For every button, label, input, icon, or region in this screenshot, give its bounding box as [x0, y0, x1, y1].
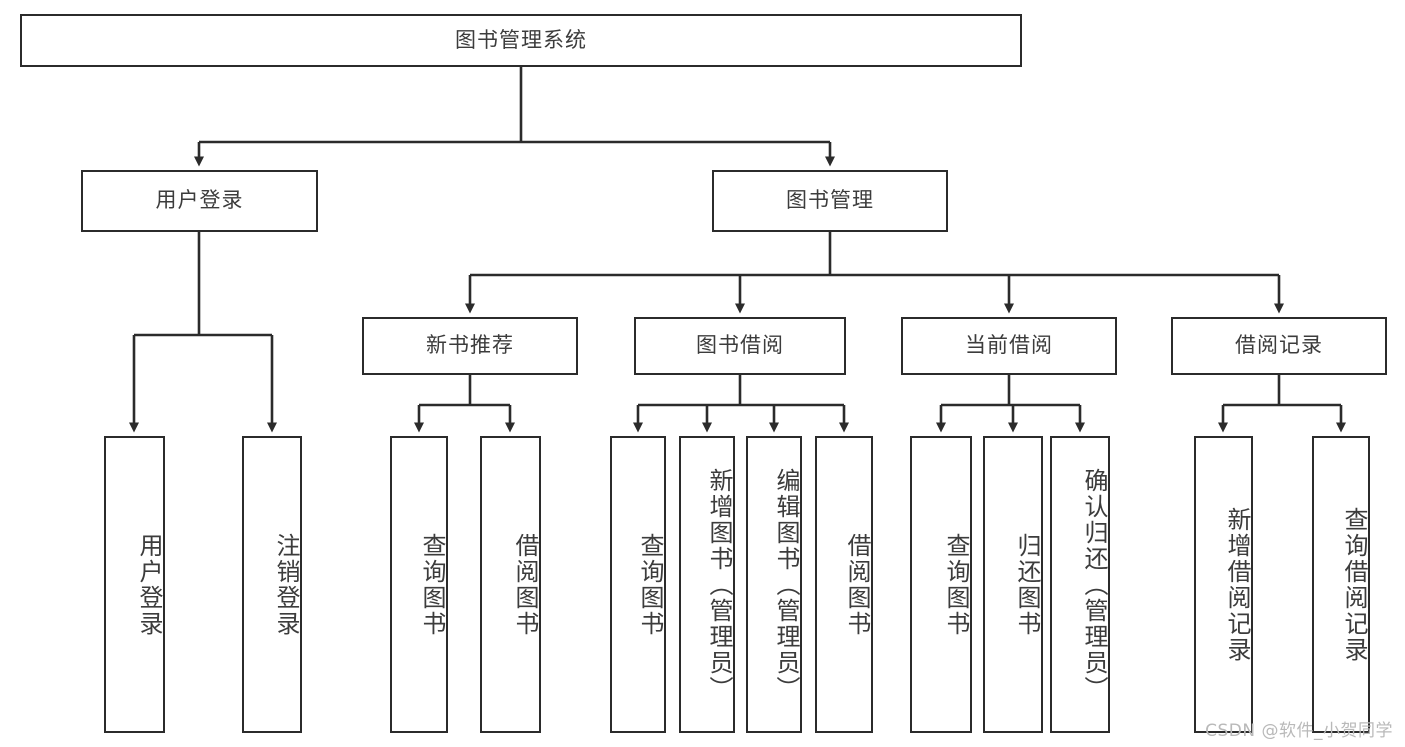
node-leaf-user-login[interactable]: 用户登录	[104, 436, 165, 733]
node-leaf-add-borrow-record-label: 新增借阅记录	[1223, 506, 1251, 663]
node-leaf-add-book-admin[interactable]: 新增图书（管理员）	[679, 436, 735, 733]
node-leaf-logout-login-label: 注销登录	[272, 532, 300, 637]
node-leaf-confirm-return-admin[interactable]: 确认归还（管理员）	[1050, 436, 1110, 733]
node-root-label: 图书管理系统	[455, 27, 587, 52]
node-leaf-add-book-admin-label: 新增图书（管理员）	[705, 467, 733, 702]
node-user-login[interactable]: 用户登录	[81, 170, 318, 232]
node-book-borrow-label: 图书借阅	[696, 333, 784, 358]
node-leaf-edit-book-admin[interactable]: 编辑图书（管理员）	[746, 436, 802, 733]
node-book-borrow[interactable]: 图书借阅	[634, 317, 846, 375]
node-leaf-borrow-book-1[interactable]: 借阅图书	[480, 436, 541, 733]
node-leaf-query-book-3-label: 查询图书	[942, 532, 970, 637]
node-leaf-confirm-return-admin-label: 确认归还（管理员）	[1080, 467, 1108, 702]
node-leaf-edit-book-admin-label: 编辑图书（管理员）	[772, 467, 800, 702]
node-leaf-query-book-2[interactable]: 查询图书	[610, 436, 666, 733]
node-new-book-recommend[interactable]: 新书推荐	[362, 317, 578, 375]
node-new-book-recommend-label: 新书推荐	[426, 333, 514, 358]
node-leaf-borrow-book-2-label: 借阅图书	[843, 532, 871, 637]
node-leaf-query-book-1[interactable]: 查询图书	[390, 436, 448, 733]
node-current-borrow-label: 当前借阅	[965, 333, 1053, 358]
node-leaf-query-book-3[interactable]: 查询图书	[910, 436, 972, 733]
node-leaf-logout-login[interactable]: 注销登录	[242, 436, 302, 733]
node-leaf-query-book-1-label: 查询图书	[418, 532, 446, 637]
node-borrow-record-label: 借阅记录	[1235, 333, 1323, 358]
node-borrow-record[interactable]: 借阅记录	[1171, 317, 1387, 375]
node-leaf-query-borrow-record-label: 查询借阅记录	[1340, 506, 1368, 663]
node-book-manage-label: 图书管理	[786, 188, 874, 213]
node-book-manage[interactable]: 图书管理	[712, 170, 948, 232]
node-leaf-return-book-label: 归还图书	[1013, 532, 1041, 637]
node-leaf-add-borrow-record[interactable]: 新增借阅记录	[1194, 436, 1253, 733]
node-user-login-label: 用户登录	[155, 188, 244, 213]
node-leaf-return-book[interactable]: 归还图书	[983, 436, 1043, 733]
node-current-borrow[interactable]: 当前借阅	[901, 317, 1117, 375]
node-leaf-query-borrow-record[interactable]: 查询借阅记录	[1312, 436, 1370, 733]
node-root[interactable]: 图书管理系统	[20, 14, 1022, 67]
node-leaf-user-login-label: 用户登录	[135, 532, 163, 637]
node-leaf-query-book-2-label: 查询图书	[636, 532, 664, 637]
node-leaf-borrow-book-1-label: 借阅图书	[511, 532, 539, 637]
node-leaf-borrow-book-2[interactable]: 借阅图书	[815, 436, 873, 733]
